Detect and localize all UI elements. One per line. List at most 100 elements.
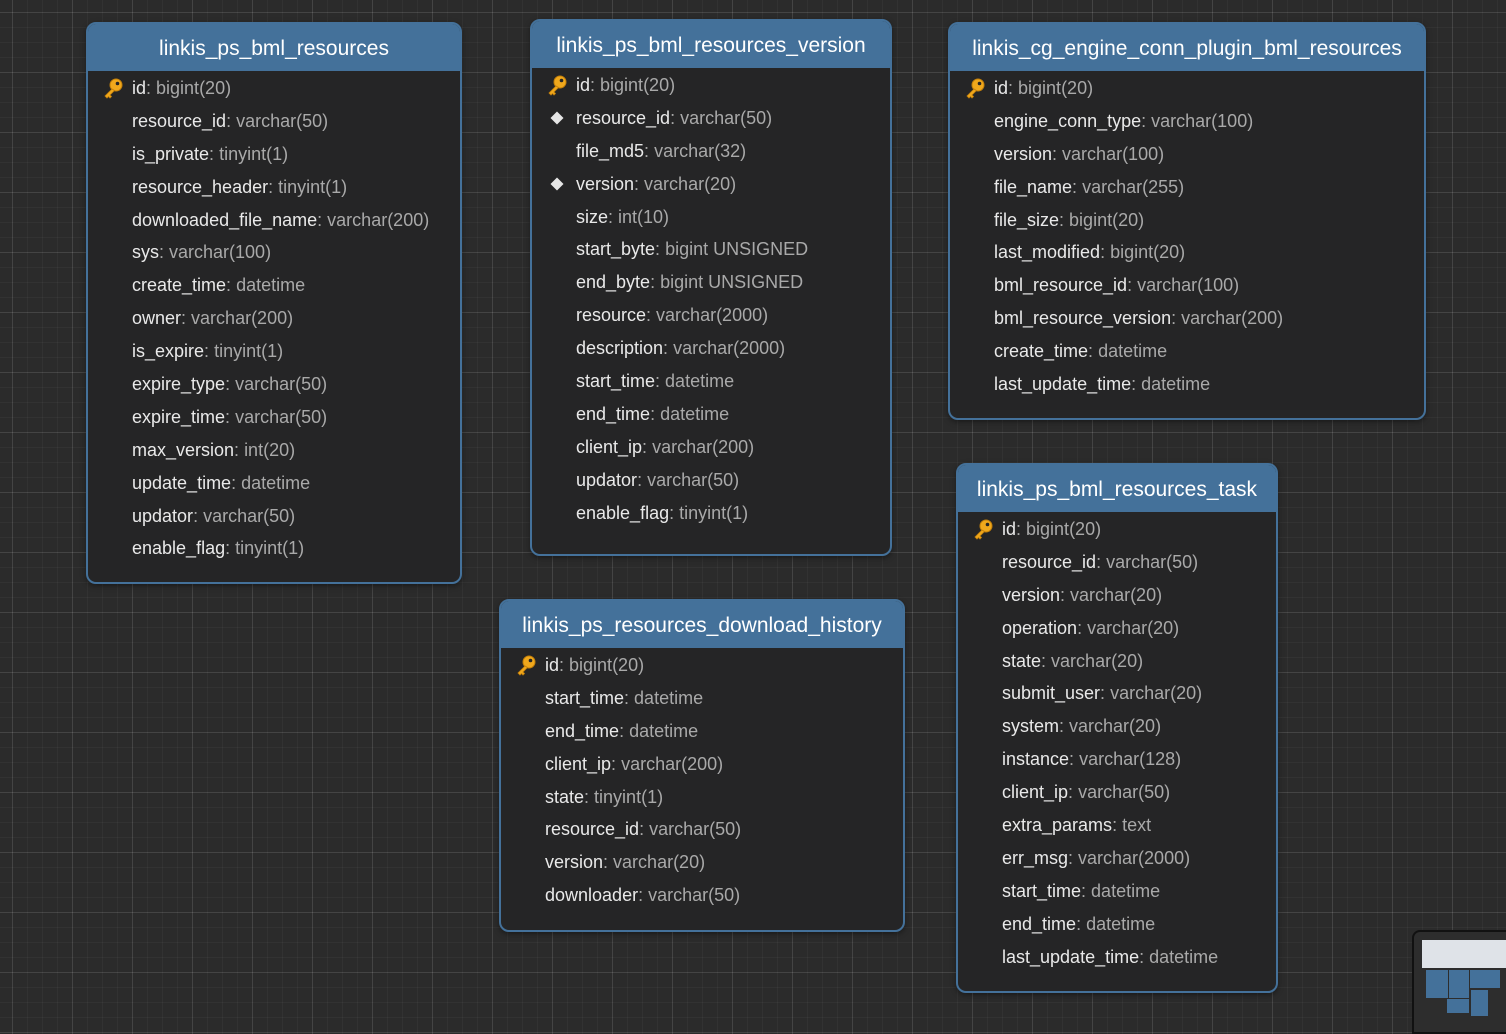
field-row[interactable]: version: varchar(20) [501, 846, 903, 879]
field-separator: : [1081, 880, 1092, 901]
field-row[interactable]: instance: varchar(128) [958, 743, 1276, 776]
field-row[interactable]: downloader: varchar(50) [501, 879, 903, 912]
field-name: expire_time [132, 406, 226, 427]
field-row[interactable]: resource: varchar(2000) [532, 299, 890, 332]
field-row[interactable]: state: varchar(20) [958, 645, 1276, 678]
key-icon [100, 72, 126, 105]
field-row[interactable]: file_size: bigint(20) [950, 204, 1424, 237]
field-row[interactable]: last_update_time: datetime [950, 368, 1424, 401]
field-row[interactable]: downloaded_file_name: varchar(200) [88, 204, 460, 237]
field-row[interactable]: update_time: datetime [88, 467, 460, 500]
field-name: enable_flag [132, 538, 226, 559]
field-row[interactable]: is_expire: tinyint(1) [88, 335, 460, 368]
field-name: sys [132, 242, 159, 263]
field-name: is_expire [132, 341, 205, 362]
field-row[interactable]: version: varchar(20) [958, 579, 1276, 612]
field-row[interactable]: end_time: datetime [501, 715, 903, 748]
field-name: start_byte [576, 239, 656, 260]
field-row[interactable]: enable_flag: tinyint(1) [88, 532, 460, 565]
field-row[interactable]: sys: varchar(100) [88, 236, 460, 269]
field-row[interactable]: id: bigint(20) [950, 72, 1424, 105]
field-row[interactable]: start_time: datetime [501, 682, 903, 715]
field-name: submit_user [1002, 683, 1101, 704]
field-row[interactable]: start_time: datetime [958, 875, 1276, 908]
field-row[interactable]: engine_conn_type: varchar(100) [950, 105, 1424, 138]
field-name: max_version [132, 439, 235, 460]
diagram-minimap[interactable] [1412, 930, 1506, 1034]
field-row[interactable]: id: bigint(20) [532, 69, 890, 102]
table-title[interactable]: linkis_cg_engine_conn_plugin_bml_resourc… [950, 24, 1424, 71]
field-row[interactable]: system: varchar(20) [958, 710, 1276, 743]
field-row[interactable]: last_modified: bigint(20) [950, 236, 1424, 269]
field-separator: : [1041, 650, 1052, 671]
field-row[interactable]: file_md5: varchar(32) [532, 135, 890, 168]
field-row[interactable]: expire_time: varchar(50) [88, 401, 460, 434]
field-row[interactable]: end_time: datetime [958, 908, 1276, 941]
field-row[interactable]: enable_flag: tinyint(1) [532, 497, 890, 530]
field-row[interactable]: resource_id: varchar(50) [501, 813, 903, 846]
field-name: id [576, 75, 591, 95]
table-card[interactable]: linkis_ps_bml_resources id: bigint(20)re… [86, 22, 462, 584]
field-row[interactable]: create_time: datetime [88, 269, 460, 302]
field-separator: : [650, 403, 661, 424]
field-row[interactable]: version: varchar(20) [532, 168, 890, 201]
field-row[interactable]: start_byte: bigint UNSIGNED [532, 233, 890, 266]
table-card[interactable]: linkis_cg_engine_conn_plugin_bml_resourc… [948, 22, 1426, 420]
field-row[interactable]: bml_resource_version: varchar(200) [950, 302, 1424, 335]
field-name: start_time [576, 371, 656, 392]
field-row[interactable]: client_ip: varchar(200) [501, 748, 903, 781]
field-separator: : [1139, 946, 1150, 967]
field-name: is_private [132, 143, 210, 164]
field-type: tinyint(1) [235, 538, 305, 559]
field-row[interactable]: file_name: varchar(255) [950, 171, 1424, 204]
field-row[interactable]: end_byte: bigint UNSIGNED [532, 266, 890, 299]
field-row[interactable]: resource_id: varchar(50) [532, 102, 890, 135]
field-type: bigint UNSIGNED [660, 272, 804, 293]
field-name: downloaded_file_name [132, 209, 318, 230]
field-row[interactable]: bml_resource_id: varchar(100) [950, 269, 1424, 302]
field-row[interactable]: end_time: datetime [532, 398, 890, 431]
field-name: instance [1002, 749, 1070, 770]
field-name: resource_header [132, 176, 269, 197]
field-row[interactable]: create_time: datetime [950, 335, 1424, 368]
field-row[interactable]: last_update_time: datetime [958, 941, 1276, 974]
field-row[interactable]: size: int(10) [532, 201, 890, 234]
field-type: varchar(20) [1070, 584, 1163, 605]
table-title[interactable]: linkis_ps_bml_resources_task [958, 465, 1276, 512]
field-row[interactable]: extra_params: text [958, 809, 1276, 842]
field-row[interactable]: state: tinyint(1) [501, 781, 903, 814]
field-name: update_time [132, 472, 232, 493]
field-row[interactable]: expire_type: varchar(50) [88, 368, 460, 401]
field-row[interactable]: operation: varchar(20) [958, 612, 1276, 645]
field-row[interactable]: id: bigint(20) [958, 513, 1276, 546]
field-type: varchar(2000) [656, 305, 769, 326]
field-row[interactable]: submit_user: varchar(20) [958, 677, 1276, 710]
field-row[interactable]: id: bigint(20) [501, 649, 903, 682]
table-title[interactable]: linkis_ps_bml_resources_version [532, 21, 890, 68]
field-row[interactable]: version: varchar(100) [950, 138, 1424, 171]
field-row[interactable]: updator: varchar(50) [532, 464, 890, 497]
field-row[interactable]: owner: varchar(200) [88, 302, 460, 335]
field-row[interactable]: start_time: datetime [532, 365, 890, 398]
field-list: id: bigint(20)resource_id: varchar(50)fi… [532, 68, 890, 529]
table-title[interactable]: linkis_ps_resources_download_history [501, 601, 903, 648]
field-row[interactable]: description: varchar(2000) [532, 332, 890, 365]
field-row[interactable]: resource_header: tinyint(1) [88, 171, 460, 204]
field-row[interactable]: updator: varchar(50) [88, 500, 460, 533]
table-card[interactable]: linkis_ps_bml_resources_version id: bigi… [530, 19, 892, 556]
field-row[interactable]: err_msg: varchar(2000) [958, 842, 1276, 875]
field-list: id: bigint(20)engine_conn_type: varchar(… [950, 71, 1424, 401]
field-type: datetime [660, 403, 730, 424]
field-row[interactable]: id: bigint(20) [88, 72, 460, 105]
field-separator: : [204, 341, 215, 362]
table-title[interactable]: linkis_ps_bml_resources [88, 24, 460, 71]
table-card[interactable]: linkis_ps_resources_download_history id:… [499, 599, 905, 932]
field-row[interactable]: max_version: int(20) [88, 434, 460, 467]
field-row[interactable]: resource_id: varchar(50) [88, 105, 460, 138]
field-type: tinyint(1) [278, 176, 348, 197]
field-row[interactable]: client_ip: varchar(50) [958, 776, 1276, 809]
field-row[interactable]: is_private: tinyint(1) [88, 138, 460, 171]
table-card[interactable]: linkis_ps_bml_resources_task id: bigint(… [956, 463, 1278, 993]
field-row[interactable]: resource_id: varchar(50) [958, 546, 1276, 579]
field-row[interactable]: client_ip: varchar(200) [532, 431, 890, 464]
